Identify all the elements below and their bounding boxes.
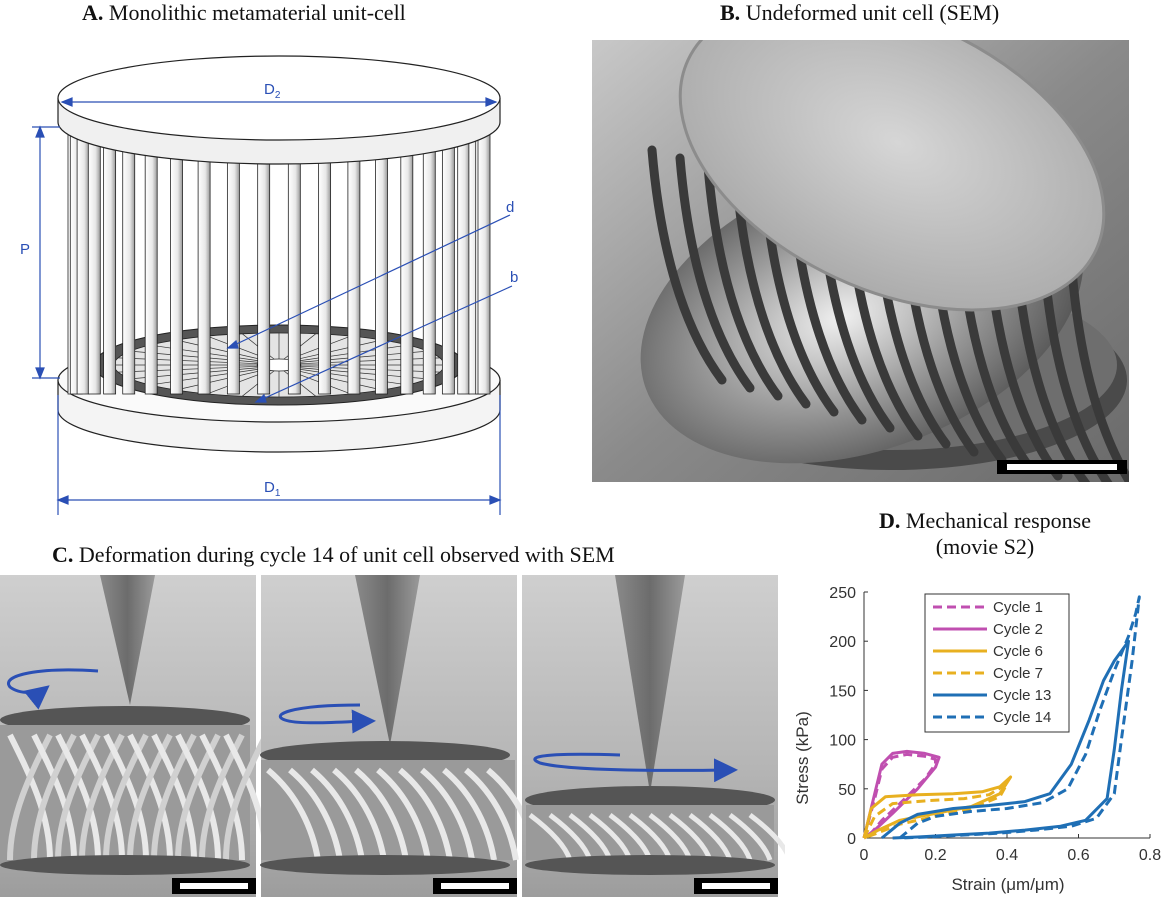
label-b: b <box>510 269 518 286</box>
panel-a-title-text: Monolithic metamaterial unit-cell <box>108 0 406 25</box>
panel-b-title: B. Undeformed unit cell (SEM) <box>720 0 999 26</box>
y-tick-label: 250 <box>829 585 856 602</box>
sem-frame-3 <box>522 575 785 897</box>
y-tick-label: 150 <box>829 683 856 700</box>
rotation-arrow-2 <box>278 703 376 734</box>
legend-label: Cycle 1 <box>993 599 1043 616</box>
x-axis-label: Strain (μm/μm) <box>951 875 1064 894</box>
panel-c-title-text: Deformation during cycle 14 of unit cell… <box>78 542 615 567</box>
panel-c-title: C. Deformation during cycle 14 of unit c… <box>52 542 615 568</box>
legend-label: Cycle 6 <box>993 643 1043 660</box>
b-leader-line <box>255 285 513 403</box>
y-tick-label: 50 <box>838 782 856 799</box>
chart-legend: Cycle 1 Cycle 2 Cycle 6 Cycle 7 Cycle 13 Cycl… <box>924 593 1070 733</box>
y-tick-label: 0 <box>847 831 856 848</box>
top-disk <box>57 55 501 141</box>
label-d1: D1 <box>264 479 281 499</box>
indenter-tip-3 <box>615 575 685 793</box>
sem-frame-1 <box>0 575 269 897</box>
chart-series <box>862 595 1141 840</box>
label-d2: D2 <box>264 81 281 101</box>
legend-label: Cycle 7 <box>993 665 1043 682</box>
panel-d-title-line1: Mechanical response <box>905 508 1091 533</box>
x-tick-label: 0 <box>860 847 869 864</box>
rotation-arrow-1 <box>6 668 99 710</box>
x-tick-label: 0.2 <box>924 847 946 864</box>
x-tick-label: 0.8 <box>1139 847 1161 864</box>
legend-label: Cycle 2 <box>993 621 1043 638</box>
sem-top-disk <box>678 40 1106 312</box>
panel-b-sem-image <box>592 40 1129 482</box>
series-line-cycle-14 <box>898 595 1141 840</box>
sem-frame-2 <box>260 575 541 897</box>
x-tick-label: 0.4 <box>996 847 1018 864</box>
indenter-tip-1 <box>100 575 155 705</box>
x-tick-label: 0.6 <box>1067 847 1089 864</box>
series-line-cycle-2 <box>862 749 941 840</box>
d-leader-line <box>227 214 511 349</box>
y-axis-label: Stress (kPa) <box>793 711 812 805</box>
panel-c-letter: C. <box>52 542 74 567</box>
panel-a-letter: A. <box>82 0 104 25</box>
indenter-tip-2 <box>355 575 420 745</box>
panel-c-sem-sequence <box>0 575 785 897</box>
legend-label: Cycle 13 <box>993 687 1051 704</box>
panel-b-title-text: Undeformed unit cell (SEM) <box>745 0 1000 25</box>
label-d: d <box>506 199 514 216</box>
label-p: P <box>20 241 30 258</box>
panel-d-letter: D. <box>879 508 901 533</box>
panel-b-letter: B. <box>720 0 741 25</box>
legend-label: Cycle 14 <box>993 709 1051 726</box>
y-tick-label: 100 <box>829 733 856 750</box>
panel-d-title-line2: (movie S2) <box>935 534 1035 559</box>
struts <box>67 131 491 395</box>
panel-d-title: D. Mechanical response (movie S2) <box>810 508 1160 560</box>
chart-axes: 0 0.2 0.4 0.6 0.8 0 50 100 150 200 250 <box>829 585 1161 864</box>
series-line-cycle-13 <box>880 639 1130 840</box>
legend-box <box>924 593 1070 733</box>
rotation-arrow-3 <box>533 752 738 783</box>
y-tick-label: 200 <box>829 634 856 651</box>
panel-a-title: A. Monolithic metamaterial unit-cell <box>82 0 406 26</box>
panel-a-diagram: D2 D1 P d b <box>20 55 518 515</box>
